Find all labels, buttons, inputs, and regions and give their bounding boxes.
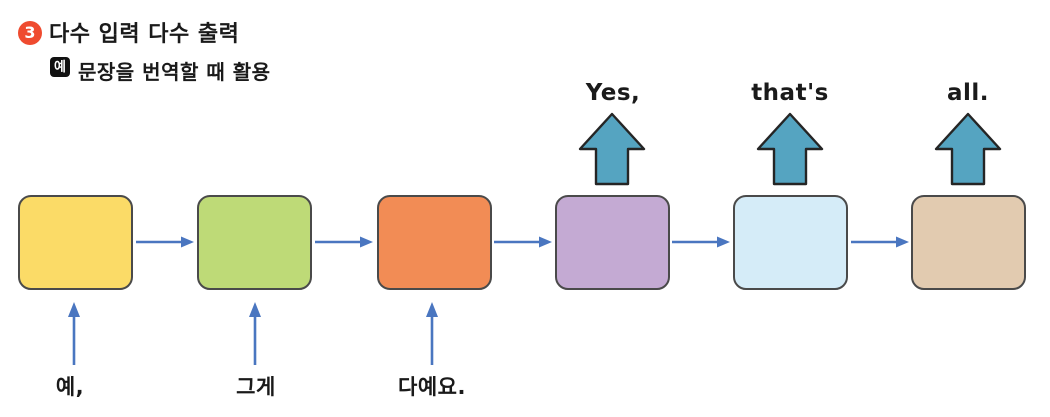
flow-arrow-right-icon [494, 236, 552, 248]
rnn-cell-4 [555, 195, 670, 290]
section-number-badge: 3 [18, 21, 42, 45]
rnn-cell-1 [18, 195, 133, 290]
output-label-3: all. [946, 80, 990, 106]
output-label-1: Yes, [585, 80, 641, 106]
rnn-cell-6 [911, 195, 1026, 290]
flow-arrow-right-icon [672, 236, 730, 248]
example-badge: 예 [50, 57, 70, 77]
rnn-cell-3 [377, 195, 492, 290]
output-block-arrow-up-icon [578, 112, 646, 186]
rnn-cell-2 [197, 195, 312, 290]
input-label-1: 예, [55, 375, 85, 399]
output-block-arrow-up-icon [756, 112, 824, 186]
section-title: 다수 입력 다수 출력 [49, 22, 240, 47]
input-arrow-up-icon [426, 302, 438, 365]
output-block-arrow-up-icon [934, 112, 1002, 186]
rnn-cell-5 [733, 195, 848, 290]
input-label-3: 다예요. [398, 375, 466, 399]
output-label-2: that's [751, 80, 829, 106]
input-label-2: 그게 [236, 375, 276, 399]
flow-arrow-right-icon [851, 236, 909, 248]
flow-arrow-right-icon [315, 236, 373, 248]
input-arrow-up-icon [68, 302, 80, 365]
example-text: 문장을 번역할 때 활용 [78, 60, 271, 84]
input-arrow-up-icon [249, 302, 261, 365]
flow-arrow-right-icon [136, 236, 194, 248]
